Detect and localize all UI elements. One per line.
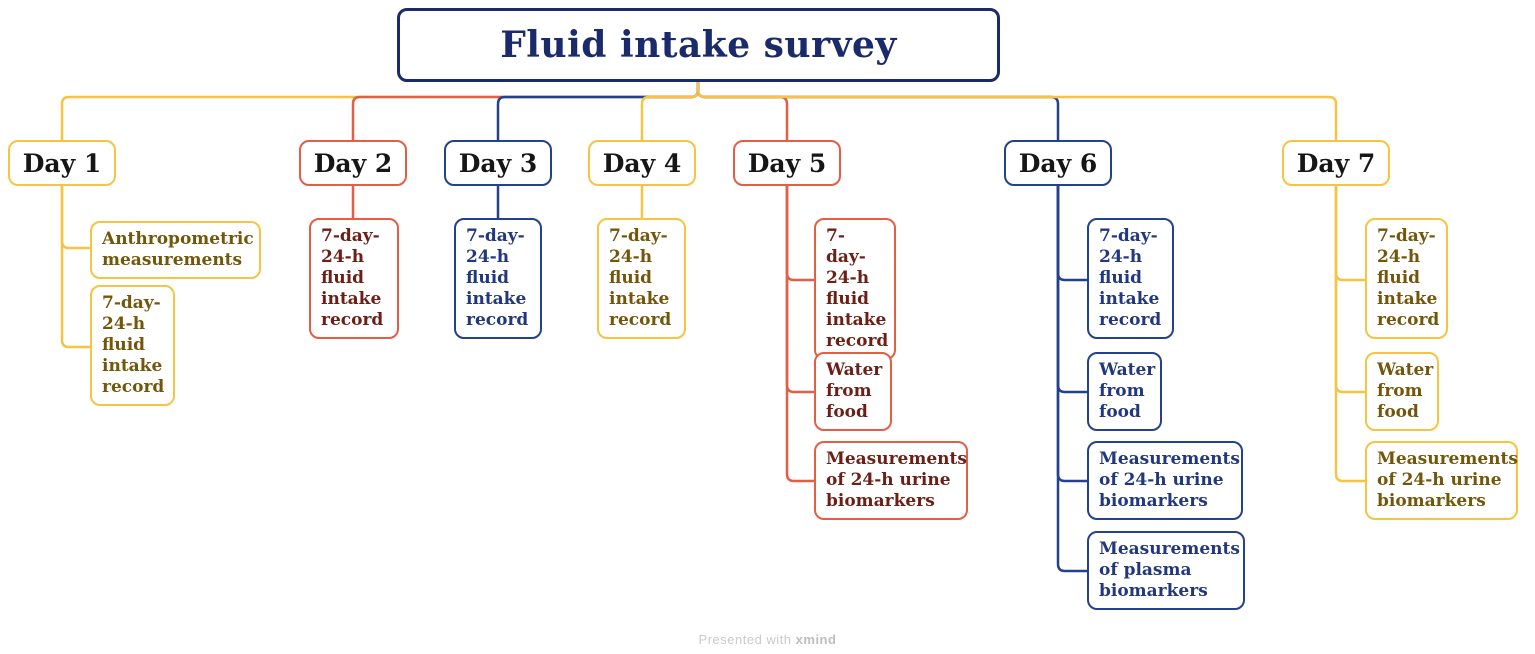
subtopic-day5-3[interactable]: Measurements of 24-h urine biomarkers [814, 441, 968, 520]
watermark-text: Presented with [698, 632, 796, 647]
day-topic-6[interactable]: Day 6 [1004, 140, 1112, 186]
subtopic-day6-3[interactable]: Measurements of 24-h urine biomarkers [1087, 441, 1243, 520]
day-topic-3[interactable]: Day 3 [444, 140, 552, 186]
subtopic-day6-4[interactable]: Measurements of plasma biomarkers [1087, 531, 1245, 610]
subtopic-day7-1[interactable]: 7-day-24-h fluid intake record [1365, 218, 1448, 339]
day-topic-4[interactable]: Day 4 [588, 140, 696, 186]
subtopic-day6-1[interactable]: 7-day-24-h fluid intake record [1087, 218, 1174, 339]
day-topic-2[interactable]: Day 2 [299, 140, 407, 186]
subtopic-day5-1[interactable]: 7-day-24-h fluid intake record [814, 218, 896, 360]
subtopic-day1-1[interactable]: Anthropometric measurements [90, 221, 261, 279]
subtopic-day6-2[interactable]: Water from food [1087, 352, 1162, 431]
day-topic-7[interactable]: Day 7 [1282, 140, 1390, 186]
watermark-brand: xmind [795, 632, 837, 647]
subtopic-day5-2[interactable]: Water from food [814, 352, 892, 431]
day-topic-5[interactable]: Day 5 [733, 140, 841, 186]
subtopic-day3-1[interactable]: 7-day-24-h fluid intake record [454, 218, 542, 339]
root-topic[interactable]: Fluid intake survey [397, 8, 1000, 82]
subtopic-day7-3[interactable]: Measurements of 24-h urine biomarkers [1365, 441, 1518, 520]
subtopic-day1-2[interactable]: 7-day-24-h fluid intake record [90, 285, 175, 406]
subtopic-day2-1[interactable]: 7-day-24-h fluid intake record [309, 218, 399, 339]
subtopic-day4-1[interactable]: 7-day-24-h fluid intake record [597, 218, 686, 339]
watermark: Presented with xmind [0, 632, 1535, 647]
subtopic-day7-2[interactable]: Water from food [1365, 352, 1439, 431]
day-topic-1[interactable]: Day 1 [8, 140, 116, 186]
